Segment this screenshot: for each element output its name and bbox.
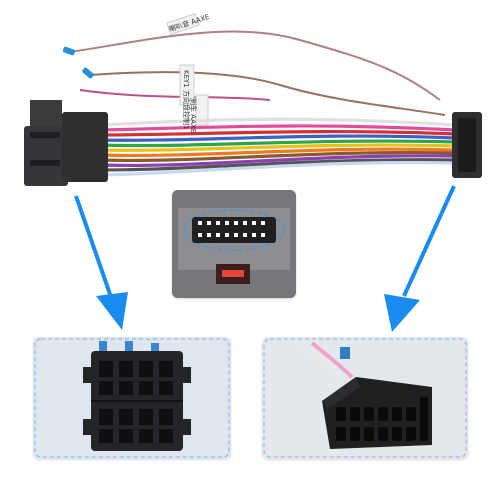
tag-sleeve-top (166, 13, 200, 35)
wire-thin-2 (89, 71, 446, 116)
socket-inset-panel (172, 190, 296, 298)
iso-connector-left (24, 100, 108, 186)
pin-connector-closeup-panel (262, 337, 468, 459)
wire-tip-2 (82, 67, 94, 79)
pin-connector-closeup-image (262, 337, 468, 459)
wire-tip-1 (62, 46, 76, 56)
wire-bundle (99, 117, 456, 177)
socket-inset-image (172, 190, 296, 298)
tag-sleeve-mid (195, 94, 209, 126)
tag-sleeve-key (179, 64, 195, 106)
wire-thin-3 (79, 89, 271, 101)
tag-label-mid: 刹车 AAXE (189, 98, 197, 134)
wire-thin-1 (69, 30, 441, 101)
pin-connector-right (452, 112, 482, 178)
iso-connector-closeup-panel (33, 337, 231, 459)
iso-connector-closeup-image (33, 337, 231, 459)
